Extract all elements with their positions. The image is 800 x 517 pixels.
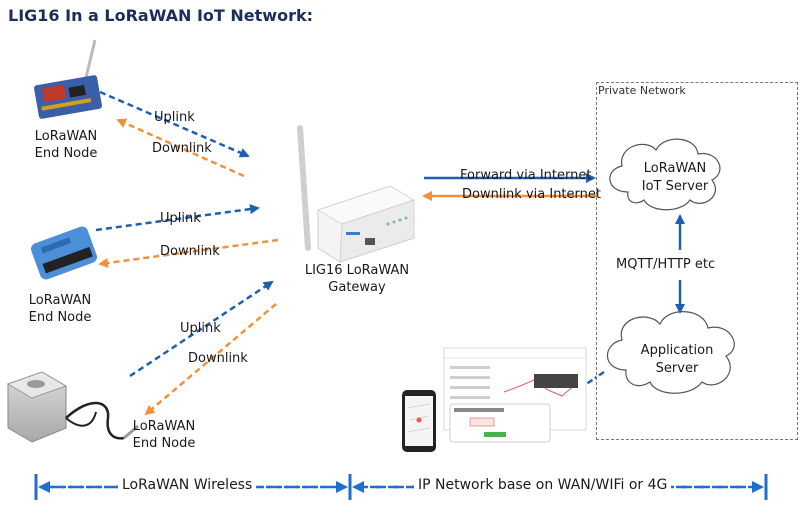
downlink-arrow-1 bbox=[116, 118, 245, 178]
private-network-label: Private Network bbox=[598, 84, 686, 97]
end-node-1-line1: LoRaWAN bbox=[34, 129, 98, 144]
phone-icon bbox=[402, 390, 436, 452]
app-server-line2: Server bbox=[655, 361, 699, 376]
end-node-3-device-icon bbox=[6, 371, 139, 443]
iot-server-label: LoRaWAN IoT Server bbox=[620, 160, 730, 196]
wireless-range-label: LoRaWAN Wireless bbox=[118, 477, 257, 493]
app-server-line1: Application bbox=[640, 343, 714, 358]
downlink-label-1: Downlink bbox=[152, 141, 212, 156]
ip-network-range-label: IP Network base on WAN/WIFi or 4G bbox=[414, 477, 672, 493]
iot-server-cloud-icon bbox=[609, 138, 721, 211]
end-node-3-line2: End Node bbox=[132, 436, 196, 451]
end-node-2-label: LoRaWAN End Node bbox=[18, 292, 102, 326]
uplink-label-3: Uplink bbox=[180, 321, 221, 336]
uplink-label-2: Uplink bbox=[160, 211, 201, 226]
downlink-internet-label: Downlink via Internet bbox=[462, 187, 601, 202]
app-server-cloud-icon bbox=[606, 311, 735, 394]
iot-server-line2: IoT Server bbox=[641, 179, 709, 194]
uplink-arrow-2 bbox=[95, 204, 260, 232]
gateway-label-line2: Gateway bbox=[328, 280, 386, 295]
mqtt-label: MQTT/HTTP etc bbox=[616, 257, 716, 272]
end-node-2-device-icon bbox=[31, 226, 97, 280]
gateway-label: LIG16 LoRaWAN Gateway bbox=[290, 262, 424, 296]
end-node-1-label: LoRaWAN End Node bbox=[24, 128, 108, 162]
diagram-title: LIG16 In a LoRaWAN IoT Network: bbox=[8, 6, 313, 25]
downlink-label-2: Downlink bbox=[160, 244, 220, 259]
dashboard-screenshot-icon bbox=[443, 347, 587, 443]
end-node-2-line2: End Node bbox=[28, 310, 92, 325]
downlink-label-3: Downlink bbox=[188, 351, 248, 366]
end-node-3-label: LoRaWAN End Node bbox=[122, 418, 206, 452]
uplink-label-1: Uplink bbox=[154, 110, 195, 125]
gateway-label-line1: LIG16 LoRaWAN bbox=[304, 263, 410, 278]
uplink-arrow-1 bbox=[99, 90, 250, 158]
forward-label: Forward via Internet bbox=[460, 168, 592, 183]
end-node-3-line1: LoRaWAN bbox=[132, 419, 196, 434]
uplink-arrow-3 bbox=[129, 280, 274, 378]
iot-server-line1: LoRaWAN bbox=[643, 161, 707, 176]
end-node-1-line2: End Node bbox=[34, 146, 98, 161]
gateway-device-icon bbox=[297, 125, 416, 263]
private-network-box bbox=[596, 82, 798, 440]
downlink-arrow-3 bbox=[144, 303, 277, 416]
end-node-2-line1: LoRaWAN bbox=[28, 293, 92, 308]
app-server-label: Application Server bbox=[622, 342, 732, 378]
end-node-1-device-icon bbox=[34, 39, 102, 119]
